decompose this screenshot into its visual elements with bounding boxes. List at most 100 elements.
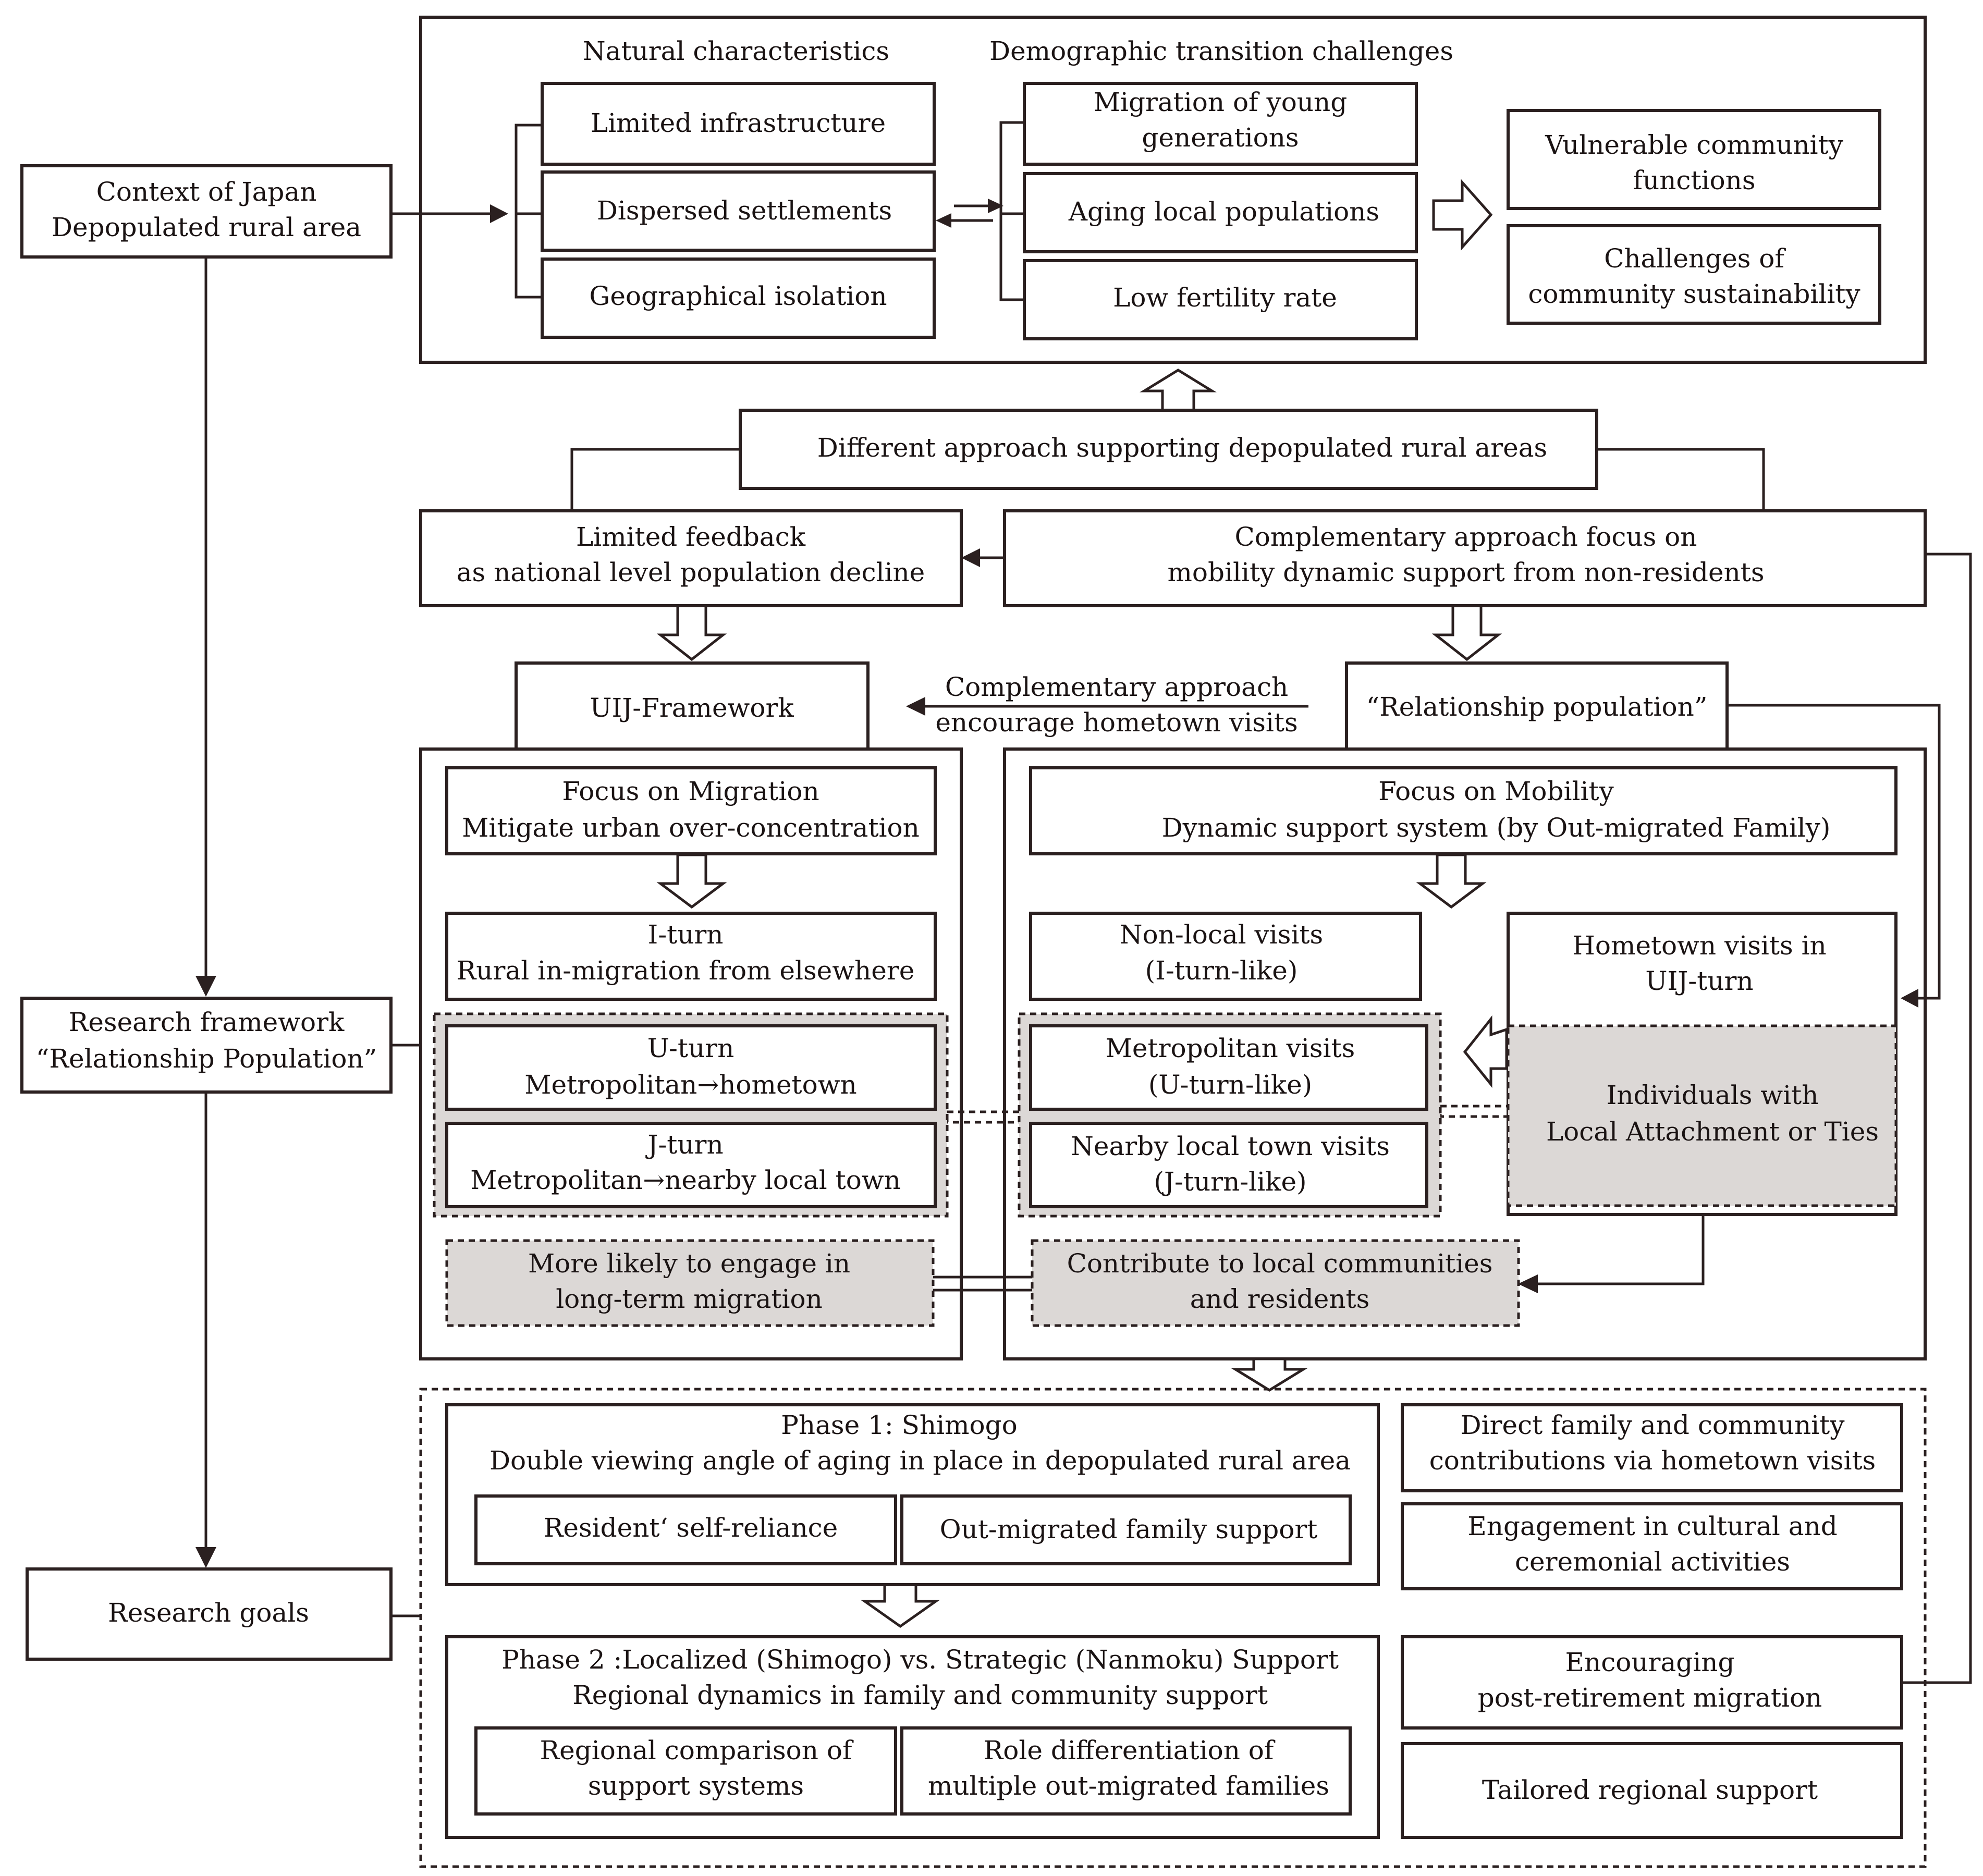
- long-term-migration-label-2: long-term migration: [556, 1284, 823, 1314]
- migration-focus-label-2: Mitigate urban over-concentration: [462, 813, 920, 843]
- vulnerable-functions-label-1: Vulnerable community: [1545, 130, 1844, 160]
- dispersed-settlements-box: [541, 170, 936, 252]
- hollow-arrow-down-right: [1431, 604, 1502, 661]
- research-framework-box: [20, 997, 393, 1094]
- role-differentiation-label-2: multiple out-migrated families: [928, 1771, 1329, 1801]
- uij-framework-label: UIJ-Framework: [590, 693, 794, 723]
- phase2-title: Phase 2 :Localized (Shimogo) vs. Strateg…: [501, 1645, 1339, 1675]
- nearby-visits-label-2: (J-turn-like): [1154, 1167, 1306, 1197]
- contribute-label-1: Contribute to local communities: [1067, 1248, 1493, 1279]
- metropolitan-visits-label-1: Metropolitan visits: [1106, 1033, 1355, 1063]
- individuals-label-2: Local Attachment or Ties: [1546, 1117, 1879, 1147]
- individuals-label-1: Individuals with: [1607, 1080, 1819, 1110]
- regional-comparison-label-1: Regional comparison of: [540, 1735, 854, 1765]
- complementary-focus-box: [1003, 509, 1927, 607]
- phase1-subtitle: Double viewing angle of aging in place i…: [489, 1445, 1351, 1476]
- family-support-box: [900, 1494, 1352, 1565]
- migration-young-label-2: generations: [1142, 122, 1299, 153]
- limited-infrastructure-label: Limited infrastructure: [591, 108, 886, 138]
- sustainability-box: [1507, 224, 1881, 325]
- hollow-arrow-down-goals: [1231, 1357, 1308, 1392]
- cultural-engagement-label-1: Engagement in cultural and: [1467, 1511, 1838, 1541]
- u-turn-label-2: Metropolitan→hometown: [524, 1070, 856, 1100]
- cultural-engagement-box: [1401, 1502, 1903, 1590]
- mobility-focus-label-2: Dynamic support system (by Out-migrated …: [1162, 813, 1831, 843]
- different-approach-box: [739, 409, 1598, 490]
- sustainability-label-1: Challenges of: [1604, 243, 1786, 274]
- non-local-visits-label-1: Non-local visits: [1120, 919, 1323, 950]
- contribute-label-2: and residents: [1190, 1284, 1370, 1314]
- post-retirement-label-1: Encouraging: [1565, 1647, 1735, 1677]
- context-panel: [419, 16, 1927, 364]
- nearby-visits-box: [1029, 1122, 1428, 1208]
- hometown-visits-label-1: Hometown visits in: [1572, 930, 1827, 961]
- research-goals-label: Research goals: [108, 1598, 309, 1628]
- phase1-title: Phase 1: Shimogo: [781, 1410, 1017, 1440]
- sustainability-label-2: community sustainability: [1528, 279, 1860, 309]
- hollow-arrow-down-phase: [861, 1583, 940, 1628]
- regional-comparison-box: [474, 1726, 897, 1816]
- long-term-migration-label-1: More likely to engage in: [528, 1248, 850, 1279]
- complementary-visits-label-2: encourage hometown visits: [935, 707, 1297, 738]
- direct-contributions-box: [1401, 1403, 1903, 1492]
- research-framework-label-1: Research framework: [69, 1007, 345, 1037]
- hollow-arrow-down-left: [656, 604, 727, 661]
- migration-focus-box: [445, 766, 937, 855]
- limited-infrastructure-box: [541, 82, 936, 166]
- migration-young-box: [1023, 82, 1418, 166]
- metropolitan-visits-label-2: (U-turn-like): [1148, 1070, 1312, 1100]
- nearby-visits-label-1: Nearby local town visits: [1071, 1131, 1390, 1161]
- i-turn-box: [445, 912, 937, 1001]
- non-local-visits-box: [1029, 912, 1422, 1001]
- individuals-box: [1507, 1024, 1898, 1207]
- dispersed-settlements-label: Dispersed settlements: [597, 195, 892, 226]
- research-goals-panel: [419, 1388, 1927, 1868]
- aging-populations-label: Aging local populations: [1068, 197, 1379, 227]
- i-turn-label-2: Rural in-migration from elsewhere: [457, 955, 915, 986]
- mobility-focus-box: [1029, 766, 1898, 855]
- hollow-arrow-down-mobility: [1416, 853, 1487, 909]
- vulnerable-functions-box: [1507, 109, 1881, 210]
- complementary-focus-label-1: Complementary approach focus on: [1235, 522, 1697, 552]
- migration-focus-label-1: Focus on Migration: [562, 776, 819, 806]
- fertility-box: [1023, 259, 1418, 340]
- long-term-migration-box: [445, 1239, 935, 1327]
- hollow-arrow-down-migration: [656, 853, 727, 909]
- direct-contributions-label-2: contributions via hometown visits: [1429, 1445, 1876, 1476]
- role-differentiation-box: [900, 1726, 1352, 1816]
- mobility-focus-label-1: Focus on Mobility: [1378, 776, 1614, 806]
- aging-populations-box: [1023, 172, 1418, 253]
- regional-comparison-label-2: support systems: [588, 1771, 804, 1801]
- research-framework-label-2: “Relationship Population”: [36, 1044, 377, 1074]
- direct-contributions-label-1: Direct family and community: [1461, 1410, 1845, 1440]
- non-local-visits-label-2: (I-turn-like): [1145, 955, 1298, 986]
- context-label-2: Depopulated rural area: [52, 212, 361, 242]
- hollow-arrow-up: [1140, 369, 1217, 412]
- contribute-box: [1031, 1239, 1520, 1327]
- complementary-focus-label-2: mobility dynamic support from non-reside…: [1167, 557, 1764, 587]
- hollow-arrow-right: [1432, 179, 1493, 251]
- research-goals-box: [26, 1567, 393, 1661]
- relationship-population-label: “Relationship population”: [1366, 692, 1708, 722]
- context-label-1: Context of Japan: [96, 177, 317, 207]
- j-turn-label-1: J-turn: [645, 1130, 723, 1160]
- different-approach-label: Different approach supporting depopulate…: [817, 433, 1547, 463]
- self-reliance-box: [474, 1494, 897, 1565]
- hollow-arrow-left-individuals: [1463, 1015, 1508, 1088]
- geographical-isolation-box: [541, 258, 936, 339]
- demographic-header: Demographic transition challenges: [989, 36, 1453, 66]
- limited-feedback-box: [419, 509, 963, 607]
- limited-feedback-label-2: as national level population decline: [457, 557, 925, 587]
- j-turn-label-2: Metropolitan→nearby local town: [470, 1165, 901, 1195]
- phase2-subtitle: Regional dynamics in family and communit…: [572, 1680, 1268, 1710]
- i-turn-label-1: I-turn: [647, 919, 723, 950]
- cultural-engagement-label-2: ceremonial activities: [1515, 1547, 1790, 1577]
- complementary-visits-label-1: Complementary approach: [945, 672, 1288, 702]
- tailored-support-label: Tailored regional support: [1482, 1775, 1818, 1805]
- tailored-support-box: [1401, 1742, 1903, 1839]
- migration-young-label-1: Migration of young: [1094, 87, 1347, 117]
- relationship-population-box: [1345, 661, 1729, 751]
- fertility-label: Low fertility rate: [1113, 283, 1337, 313]
- u-turn-label-1: U-turn: [647, 1033, 735, 1063]
